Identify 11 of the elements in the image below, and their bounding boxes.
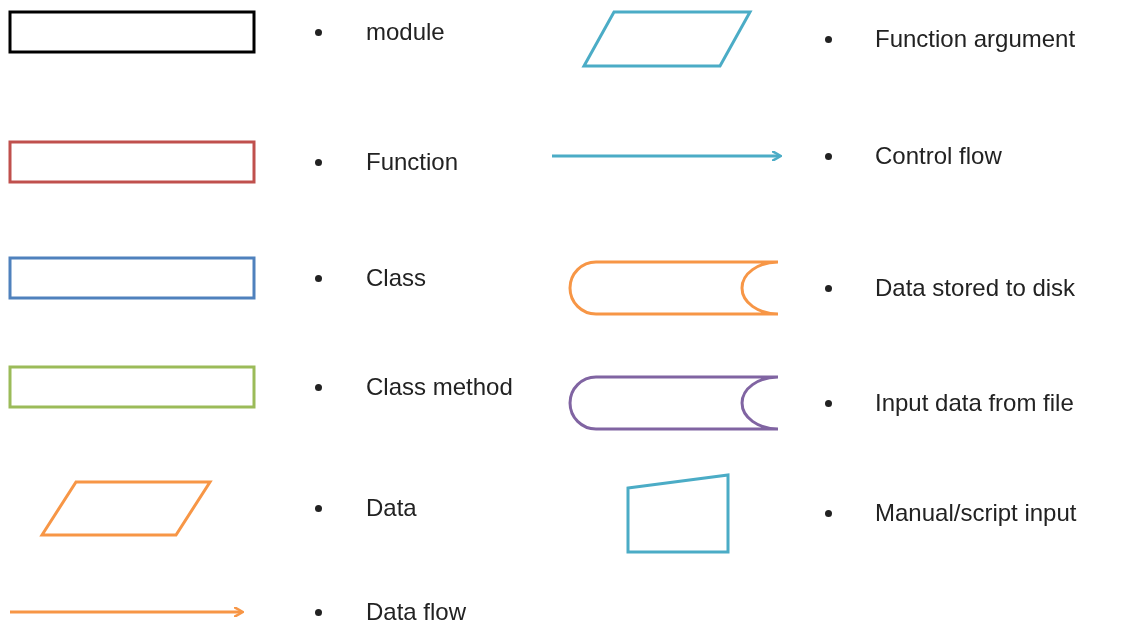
legend-label: Class method <box>366 373 513 401</box>
legend-label: Data stored to disk <box>875 274 1076 302</box>
legend-label: Input data from file <box>875 389 1074 417</box>
legend-label: module <box>366 18 445 46</box>
legend-label: Manual/script input <box>875 499 1077 527</box>
legend-label: Data flow <box>366 598 467 626</box>
legend-label: Control flow <box>875 142 1002 170</box>
legend-label: Data <box>366 494 417 522</box>
legend-label: Class <box>366 264 426 292</box>
legend-label: Function <box>366 148 459 176</box>
legend-label: Function argument <box>875 25 1076 53</box>
